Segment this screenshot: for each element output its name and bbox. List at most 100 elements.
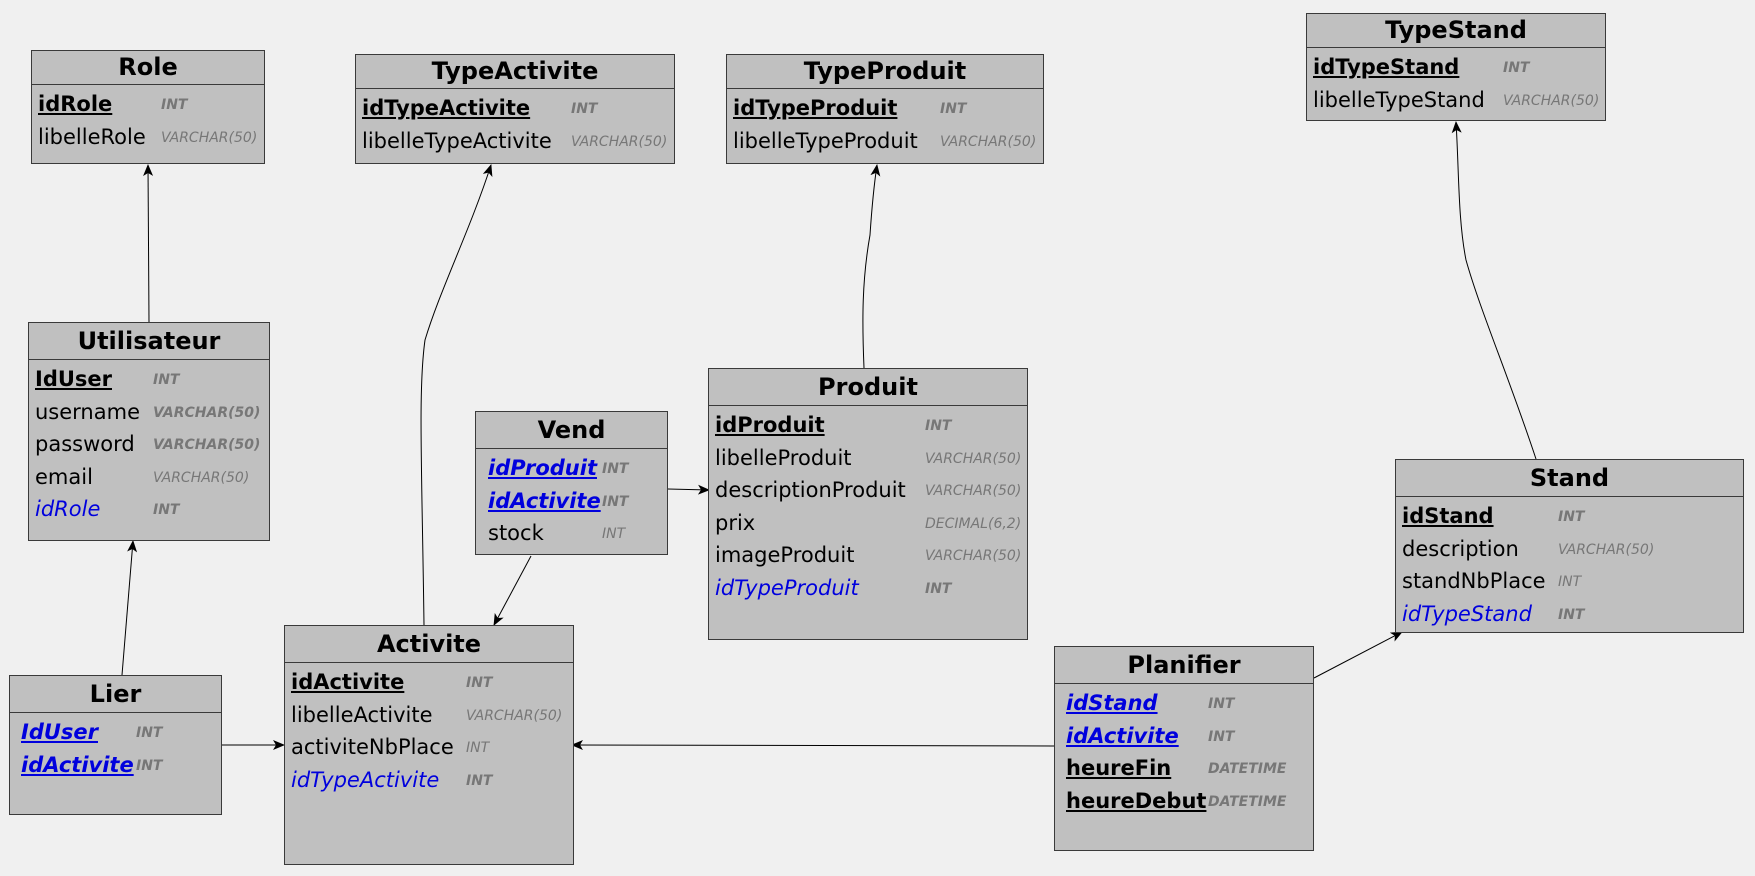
- field-type: VARCHAR(50): [940, 133, 1037, 150]
- table-title: TypeProduit: [727, 55, 1043, 89]
- field-type: INT: [925, 580, 952, 597]
- field-name: description: [1402, 536, 1519, 561]
- field-name: username: [35, 399, 140, 424]
- field-name: heureDebut: [1066, 788, 1207, 813]
- field-type: VARCHAR(50): [466, 707, 563, 724]
- field-type: DECIMAL(6,2): [925, 515, 1022, 532]
- field-type: DATETIME: [1208, 761, 1287, 777]
- field-row: idTypeProduit INT: [727, 92, 1043, 125]
- table-title: TypeStand: [1307, 14, 1605, 48]
- field-row: heureFin DATETIME: [1055, 752, 1313, 785]
- field-row: stock INT: [476, 517, 667, 550]
- field-name: idStand: [1402, 504, 1494, 528]
- link-lier-utilisateur: [121, 540, 138, 676]
- field-name: idActivite: [1066, 723, 1179, 748]
- field-type: INT: [466, 675, 493, 691]
- table-planifier[interactable]: Planifier idStand INT idActivite INT heu…: [1054, 646, 1314, 851]
- field-name: imageProduit: [715, 543, 855, 567]
- field-type: INT: [1558, 606, 1585, 623]
- link-planifier-activite: [571, 740, 1055, 751]
- table-title: TypeActivite: [356, 55, 674, 89]
- field-name: libelleActivite: [291, 702, 433, 727]
- table-title: Lier: [10, 676, 221, 713]
- field-row: idStand INT: [1055, 687, 1313, 720]
- field-name: descriptionProduit: [715, 478, 906, 502]
- field-row: libelleTypeStand VARCHAR(50): [1307, 84, 1605, 117]
- table-role[interactable]: Role idRole INT libelleRole VARCHAR(50): [31, 50, 265, 164]
- field-row: imageProduit VARCHAR(50): [709, 539, 1027, 572]
- field-type: VARCHAR(50): [925, 483, 1022, 499]
- table-typeactivite[interactable]: TypeActivite idTypeActivite INT libelleT…: [355, 54, 675, 164]
- table-title: Vend: [476, 412, 667, 449]
- field-row: idRole INT: [32, 88, 264, 121]
- field-type: INT: [1558, 574, 1582, 590]
- link-stand-typestand: [1451, 121, 1537, 460]
- field-name: idRole: [35, 497, 101, 521]
- field-type: VARCHAR(50): [1558, 541, 1655, 558]
- table-utilisateur[interactable]: Utilisateur IdUser INT username VARCHAR(…: [28, 322, 270, 541]
- field-row: idProduit INT: [709, 409, 1027, 442]
- field-name: libelleTypeProduit: [733, 128, 918, 153]
- table-stand[interactable]: Stand idStand INT description VARCHAR(50…: [1395, 459, 1744, 633]
- field-type: INT: [602, 461, 629, 477]
- link-vend-produit: [667, 484, 710, 495]
- table-title: Utilisateur: [29, 323, 269, 360]
- field-row: libelleActivite VARCHAR(50): [285, 699, 573, 732]
- field-row: descriptionProduit VARCHAR(50): [709, 474, 1027, 507]
- field-row: idProduit INT: [476, 452, 667, 485]
- field-row: libelleRole VARCHAR(50): [32, 121, 264, 154]
- field-row: idTypeProduit INT: [709, 572, 1027, 605]
- field-name: idTypeProduit: [733, 96, 898, 120]
- field-name: email: [35, 464, 93, 489]
- field-type: INT: [161, 97, 188, 113]
- field-row: idTypeStand INT: [1396, 598, 1743, 631]
- field-name: libelleTypeStand: [1313, 87, 1485, 112]
- field-type: VARCHAR(50): [925, 548, 1022, 564]
- link-produit-typeproduit: [862, 164, 881, 369]
- field-type: VARCHAR(50): [153, 469, 250, 486]
- field-row: activiteNbPlace INT: [285, 731, 573, 764]
- field-type: VARCHAR(50): [571, 133, 668, 150]
- field-type: INT: [571, 101, 598, 117]
- table-title: Activite: [285, 626, 573, 663]
- table-lier[interactable]: Lier IdUser INT idActivite INT: [9, 675, 222, 815]
- field-type: INT: [136, 725, 163, 741]
- field-name: activiteNbPlace: [291, 735, 454, 759]
- field-name: idTypeStand: [1313, 55, 1460, 79]
- field-row: libelleTypeProduit VARCHAR(50): [727, 125, 1043, 158]
- field-name: idTypeActivite: [362, 96, 531, 120]
- field-name: libelleRole: [38, 124, 146, 149]
- field-name: libelleTypeActivite: [362, 128, 552, 153]
- field-type: INT: [153, 372, 180, 388]
- field-name: libelleProduit: [715, 445, 852, 470]
- field-name: password: [35, 432, 135, 456]
- field-type: VARCHAR(50): [161, 129, 258, 146]
- field-name: idActivite: [21, 752, 134, 777]
- field-name: IdUser: [21, 720, 98, 744]
- table-activite[interactable]: Activite idActivite INT libelleActivite …: [284, 625, 574, 865]
- field-type: DATETIME: [1208, 793, 1287, 810]
- field-row: idTypeActivite INT: [356, 92, 674, 125]
- field-name: idStand: [1066, 691, 1158, 715]
- field-type: INT: [1503, 60, 1530, 76]
- field-name: idProduit: [715, 413, 825, 437]
- field-row: username VARCHAR(50): [29, 396, 269, 429]
- table-produit[interactable]: Produit idProduit INT libelleProduit VAR…: [708, 368, 1028, 640]
- table-vend[interactable]: Vend idProduit INT idActivite INT stock …: [475, 411, 668, 555]
- field-name: idTypeActivite: [291, 767, 440, 792]
- table-typeproduit[interactable]: TypeProduit idTypeProduit INT libelleTyp…: [726, 54, 1044, 164]
- table-typestand[interactable]: TypeStand idTypeStand INT libelleTypeSta…: [1306, 13, 1606, 121]
- field-row: IdUser INT: [29, 363, 269, 396]
- field-row: IdUser INT: [10, 716, 221, 749]
- field-row: idTypeActivite INT: [285, 764, 573, 797]
- link-planifier-stand: [1313, 631, 1403, 679]
- field-type: INT: [466, 772, 493, 789]
- field-name: idRole: [38, 92, 113, 116]
- field-name: idActivite: [291, 670, 405, 694]
- field-row: idActivite INT: [476, 485, 667, 518]
- field-row: heureDebut DATETIME: [1055, 785, 1313, 818]
- table-title: Planifier: [1055, 647, 1313, 684]
- field-row: idStand INT: [1396, 500, 1743, 533]
- field-row: password VARCHAR(50): [29, 428, 269, 461]
- field-type: VARCHAR(50): [153, 437, 261, 453]
